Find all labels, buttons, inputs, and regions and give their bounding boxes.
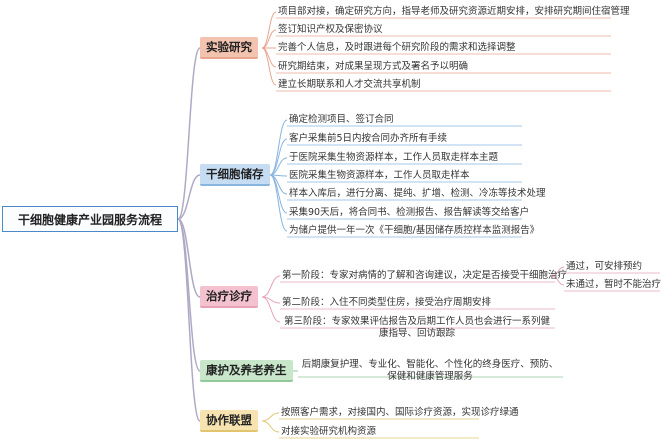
leaf-connector-4-1 xyxy=(261,420,280,433)
leaf-treat-3: 第三阶段：专家效果评估报告及后期工作人员也会进行一系列健康指导、回访跟踪 xyxy=(283,316,550,339)
leaf-store-3: 于医院采集生物资源样本，工作人员取走样本主题 xyxy=(289,152,499,163)
leaf-store-5: 样本入库后，进行分离、提纯、扩增、检测、冷冻等技术处理 xyxy=(289,188,546,199)
branch-lab-research[interactable]: 实验研究 xyxy=(200,37,258,59)
leaf-lab-5: 建立长期联系和人才交流共享机制 xyxy=(278,79,421,90)
leaf-connector-4-0 xyxy=(261,412,280,422)
branch-alliance[interactable]: 协作联盟 xyxy=(200,410,258,432)
leaf-lab-4: 研究期结束，对成果呈现方式及署名予以明确 xyxy=(278,61,469,72)
leaf-treat-sub-2: 未通过，暂时不能治疗 xyxy=(566,279,662,290)
leaf-connector-2-2 xyxy=(261,296,281,323)
leaf-alliance-1: 按照客户需求，对接国内、国际诊疗资源，实现诊疗绿通 xyxy=(281,407,519,418)
leaf-alliance-2: 对接实验研究机构资源 xyxy=(281,426,377,437)
leaf-connector-1-1 xyxy=(269,138,288,176)
branch-stem-cell-storage[interactable]: 干细胞储存 xyxy=(200,164,270,186)
leaf-connector-1-2 xyxy=(269,157,288,176)
root-connector-1 xyxy=(177,174,201,220)
leaf-connector-1-0 xyxy=(269,119,288,176)
leaf-connector-0-0 xyxy=(261,11,277,49)
leaf-lab-1: 项目部对接，确定研究方向，指导老师及研究资源近期安排，安排研究期间住宿管理 xyxy=(278,6,630,17)
sub-connector-1 xyxy=(551,275,565,286)
leaf-care-1: 后期康复护理、专业化、智能化、个性化的终身医疗、预防、保健和健康管理服务 xyxy=(301,359,559,382)
leaf-connector-2-0 xyxy=(261,275,281,298)
branch-treatment[interactable]: 治疗诊疗 xyxy=(200,286,258,308)
leaf-lab-2: 签订知识产权及保密协议 xyxy=(278,24,383,35)
root-connector-4 xyxy=(177,218,201,422)
leaf-connector-0-4 xyxy=(261,47,277,86)
root-connector-2 xyxy=(177,218,201,298)
leaf-store-4: 医院采集生物资源样本，工作人员取走样本 xyxy=(289,170,470,181)
leaf-lab-3: 完善个人信息，及时跟进每个研究阶段的需求和选择调整 xyxy=(278,42,516,53)
leaf-store-1: 确定检测项目、签订合同 xyxy=(289,114,394,125)
leaf-connector-0-1 xyxy=(261,29,277,49)
leaf-connector-1-6 xyxy=(269,174,288,232)
root-connector-0 xyxy=(177,47,201,220)
root-node[interactable]: 干细胞健康产业园服务流程 xyxy=(2,206,178,232)
leaf-store-2: 客户采集前5日内按合同办齐所有手续 xyxy=(289,133,448,144)
leaf-treat-sub-1: 通过，可安排预约 xyxy=(566,261,643,272)
leaf-treat-2: 第二阶段：入住不同类型住房，接受治疗周期安排 xyxy=(282,297,492,308)
leaf-treat-1: 第一阶段：专家对病情的了解和咨询建议，决定是否接受干细胞治疗 xyxy=(282,270,568,281)
leaf-connector-1-5 xyxy=(269,174,288,214)
leaf-store-6: 采集90天后，将合同书、检测报告、报告解读等交给客户 xyxy=(289,207,530,218)
leaf-store-7: 为储户提供一年一次《干细胞/基因储存质控样本监测报告》 xyxy=(289,225,540,236)
branch-rehab-care[interactable]: 康护及养老养生 xyxy=(200,360,293,382)
